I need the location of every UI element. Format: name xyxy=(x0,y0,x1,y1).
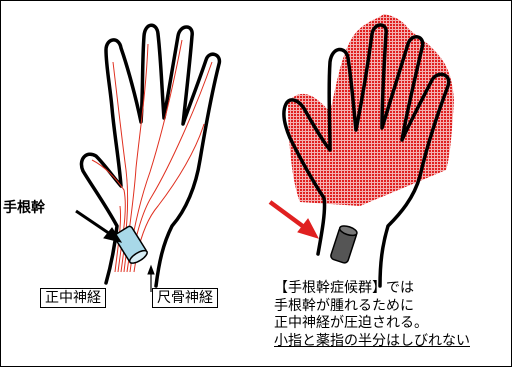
left-hand-outline xyxy=(79,23,222,288)
label-median-nerve: 正中神経 xyxy=(40,288,106,308)
label-carpal-tunnel: 手根幹 xyxy=(3,200,45,216)
note-line-3: 正中神経が圧迫される。 xyxy=(274,315,428,331)
carpal-tube xyxy=(113,225,148,264)
note-line-4: 小指と薬指の半分はしびれない xyxy=(274,332,470,349)
syndrome-note: 【手根幹症候群】では 手根幹が腫れるために 正中神経が圧迫される。 小指と薬指の… xyxy=(274,280,470,350)
ulnar-arrow xyxy=(147,264,155,292)
note-line-2: 手根幹が腫れるために xyxy=(274,297,414,314)
pointer-arrow xyxy=(75,209,123,243)
red-arrow xyxy=(268,200,319,239)
label-ulnar-nerve: 尺骨神経 xyxy=(152,288,218,308)
right-hand-outline xyxy=(282,23,451,288)
numb-area xyxy=(288,14,454,206)
swollen-carpal-tube xyxy=(330,225,358,264)
note-line-1: 【手根幹症候群】では xyxy=(274,280,414,296)
